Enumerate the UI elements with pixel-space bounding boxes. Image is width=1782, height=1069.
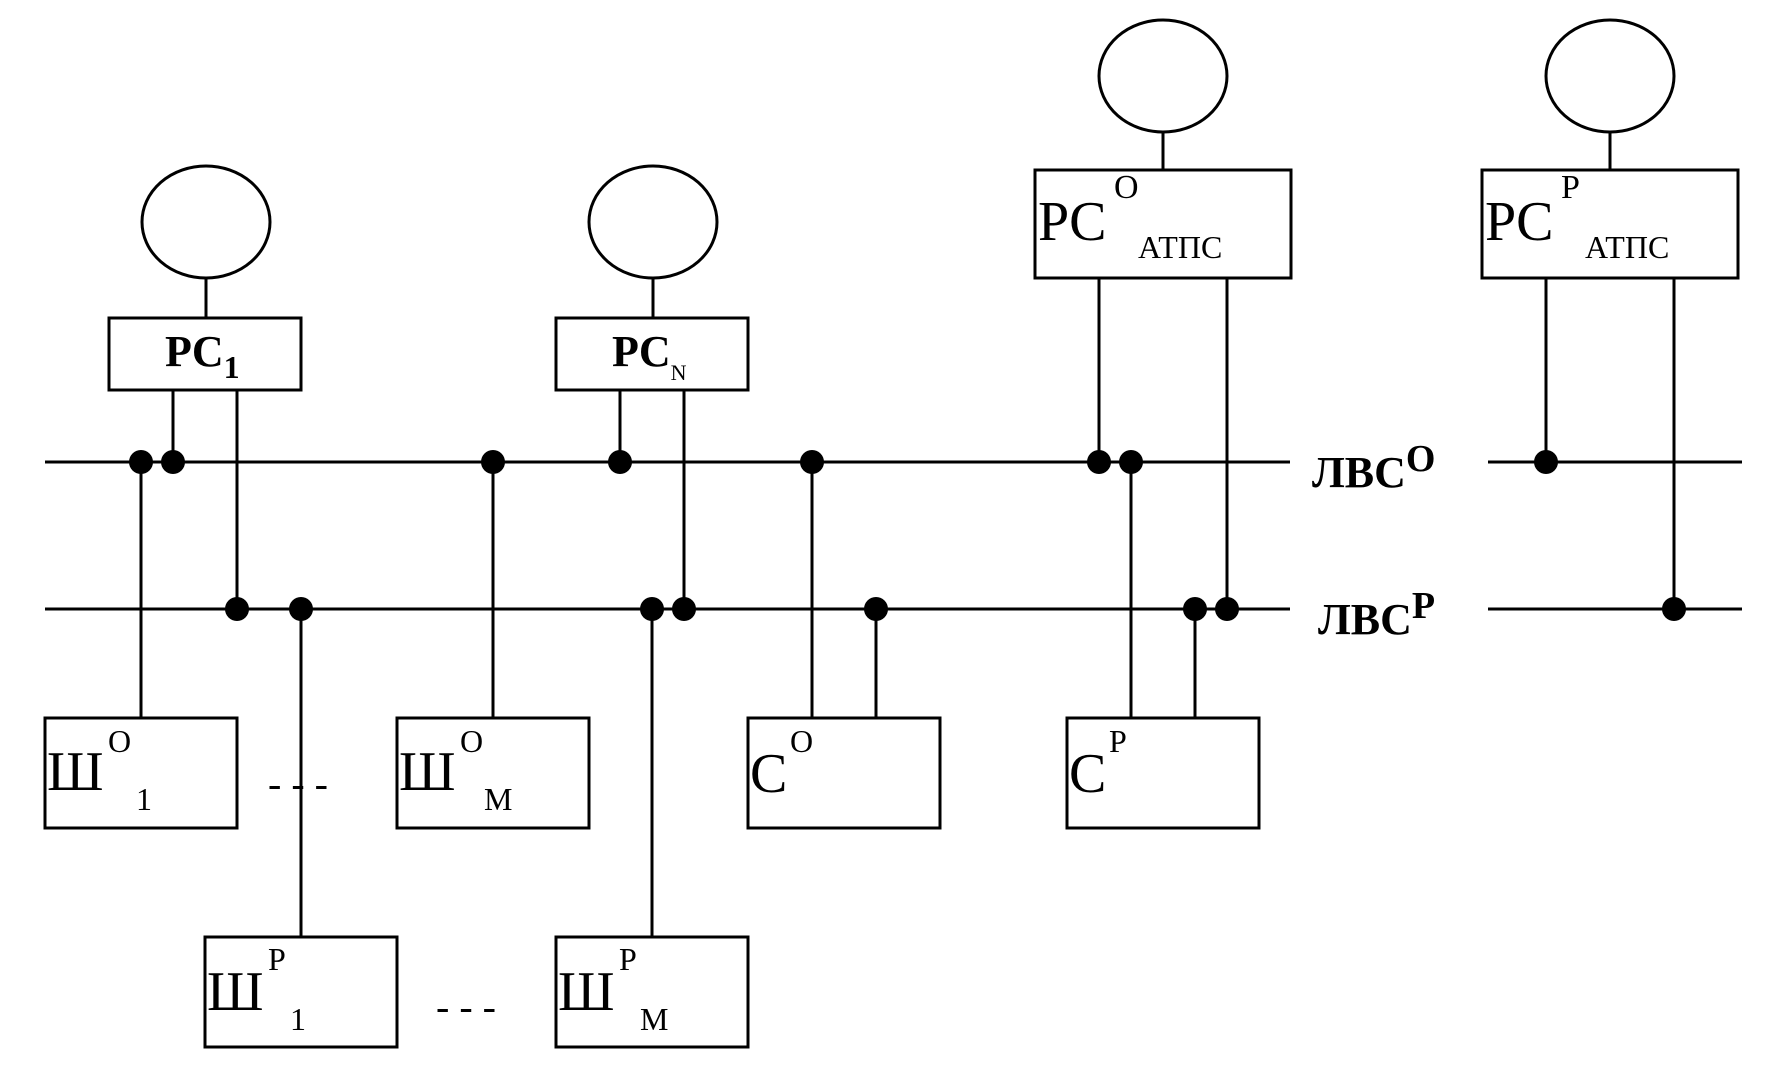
junction-dot	[1662, 597, 1686, 621]
label-sh-p-m-sup: P	[619, 941, 637, 977]
box-pco-atps	[1033, 168, 1293, 280]
junction-dot	[608, 450, 632, 474]
bus-label-lvs-o-main: ЛВС	[1312, 448, 1406, 497]
junction-dot	[481, 450, 505, 474]
label-sh-o-1-sup: O	[108, 723, 131, 759]
junction-dot	[1215, 597, 1239, 621]
label-pcp-atps-sup: P	[1561, 169, 1580, 206]
junction-dot	[800, 450, 824, 474]
box-pcp-atps	[1480, 168, 1740, 280]
bus-label-lvs-p-sup: P	[1412, 585, 1435, 627]
terminal-pc1	[140, 164, 272, 280]
junction-dot	[1534, 450, 1558, 474]
label-pc1: PC1	[165, 327, 240, 385]
label-c-p-main: C	[1069, 743, 1106, 805]
terminal-pcp-atps	[1544, 18, 1676, 134]
junction-dot	[225, 597, 249, 621]
label-pcp-atps-sub: АТПС	[1585, 229, 1669, 265]
label-pco-atps-sup: O	[1114, 169, 1139, 206]
label-pco-atps-main: PC	[1038, 191, 1107, 253]
ellipsis-bottom: - - -	[436, 984, 496, 1029]
terminal-pcn	[587, 164, 719, 280]
box-c-p	[1065, 716, 1261, 830]
label-pc1-main: PC	[165, 327, 224, 376]
bus-label-lvs-p: ЛВСP	[1318, 585, 1435, 644]
label-sh-o-1-main: Ш	[47, 741, 104, 803]
ellipsis-top: - - -	[268, 761, 328, 806]
label-sh-o-m-sup: O	[460, 723, 483, 759]
label-pco-atps-sub: АТПС	[1138, 229, 1222, 265]
junction-dot	[289, 597, 313, 621]
junction-dot	[129, 450, 153, 474]
junction-dot	[1183, 597, 1207, 621]
label-pcn-sub: N	[671, 360, 687, 385]
bus-label-lvs-o-sup: O	[1406, 438, 1436, 480]
label-sh-p-1-sub: 1	[290, 1001, 306, 1037]
label-sh-p-m-sub: М	[640, 1001, 668, 1037]
junction-dot	[640, 597, 664, 621]
terminal-pco-atps	[1097, 18, 1229, 134]
junction-dot	[672, 597, 696, 621]
label-sh-o-m-sub: М	[484, 781, 512, 817]
label-pcp-atps-main: PC	[1485, 191, 1554, 253]
label-c-p-sup: P	[1109, 723, 1127, 759]
label-c-o-main: C	[750, 743, 787, 805]
label-pcn-main: PC	[612, 327, 671, 376]
junction-dot	[1087, 450, 1111, 474]
bus-label-lvs-o: ЛВСO	[1312, 438, 1435, 497]
label-pcn: PCN	[612, 327, 687, 385]
label-sh-o-1-sub: 1	[136, 781, 152, 817]
box-pcn	[554, 316, 750, 392]
junction-dot	[161, 450, 185, 474]
junction-dot	[864, 597, 888, 621]
box-pc1	[107, 316, 303, 392]
label-sh-p-1-main: Ш	[207, 961, 264, 1023]
label-sh-o-m-main: Ш	[399, 741, 456, 803]
label-sh-p-1-sup: P	[268, 941, 286, 977]
junction-dot	[1119, 450, 1143, 474]
bus-label-lvs-p-main: ЛВС	[1318, 595, 1412, 644]
box-c-o	[746, 716, 942, 830]
label-sh-p-m-main: Ш	[558, 961, 615, 1023]
label-pc1-sub: 1	[224, 349, 240, 385]
label-c-o-sup: O	[790, 723, 813, 759]
